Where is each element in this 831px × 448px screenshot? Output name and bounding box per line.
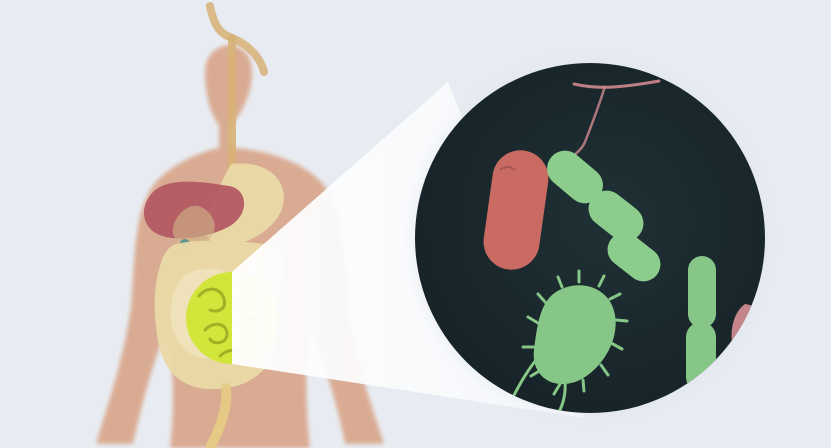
illustration-canvas xyxy=(0,0,831,448)
gut-microbiome-illustration xyxy=(0,0,831,448)
